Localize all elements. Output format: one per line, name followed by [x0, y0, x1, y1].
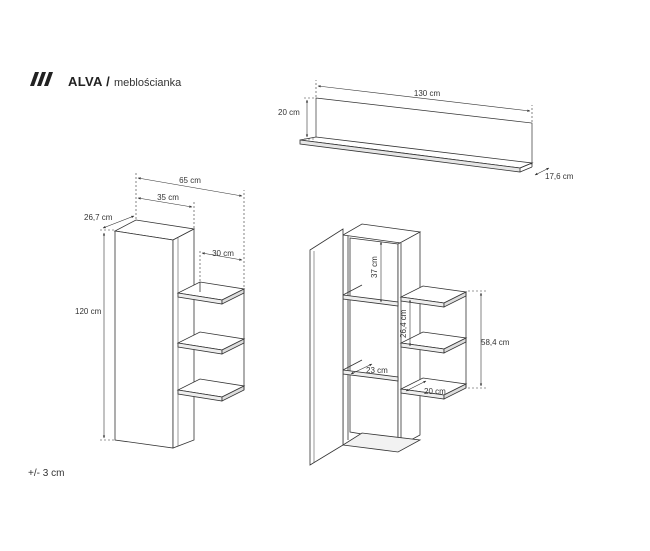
dim-shelf-height: 20 cm [278, 108, 300, 117]
dim-right-shelves-height: 58,4 cm [481, 338, 510, 347]
tolerance-note: +/- 3 cm [28, 468, 65, 479]
dim-right-shelf-gap: 26,4 cm [399, 309, 408, 338]
dim-right-top-compartment: 37 cm [370, 256, 379, 278]
dim-shelf-depth: 17,6 cm [545, 172, 574, 181]
brand-name: ALVA / [68, 74, 110, 89]
triple-slash-logo-icon [30, 72, 53, 86]
wall-shelf [299, 97, 534, 173]
dim-left-cabinet-width: 35 cm [157, 193, 179, 202]
left-cabinet [113, 219, 196, 449]
dim-left-height: 120 cm [75, 307, 102, 316]
header: ALVA / meblościanka [30, 72, 181, 89]
dim-left-shelves-width: 30 cm [212, 249, 234, 258]
dim-right-inner-width: 23 cm [366, 366, 388, 375]
dim-left-total-width: 65 cm [179, 176, 201, 185]
product-subtitle: meblościanka [114, 77, 182, 89]
dim-left-cabinet-depth: 26,7 cm [84, 213, 113, 222]
left-side-shelves [176, 281, 246, 402]
dim-right-side-shelf-width: 20 cm [424, 387, 446, 396]
dim-shelf-width: 130 cm [414, 89, 441, 98]
